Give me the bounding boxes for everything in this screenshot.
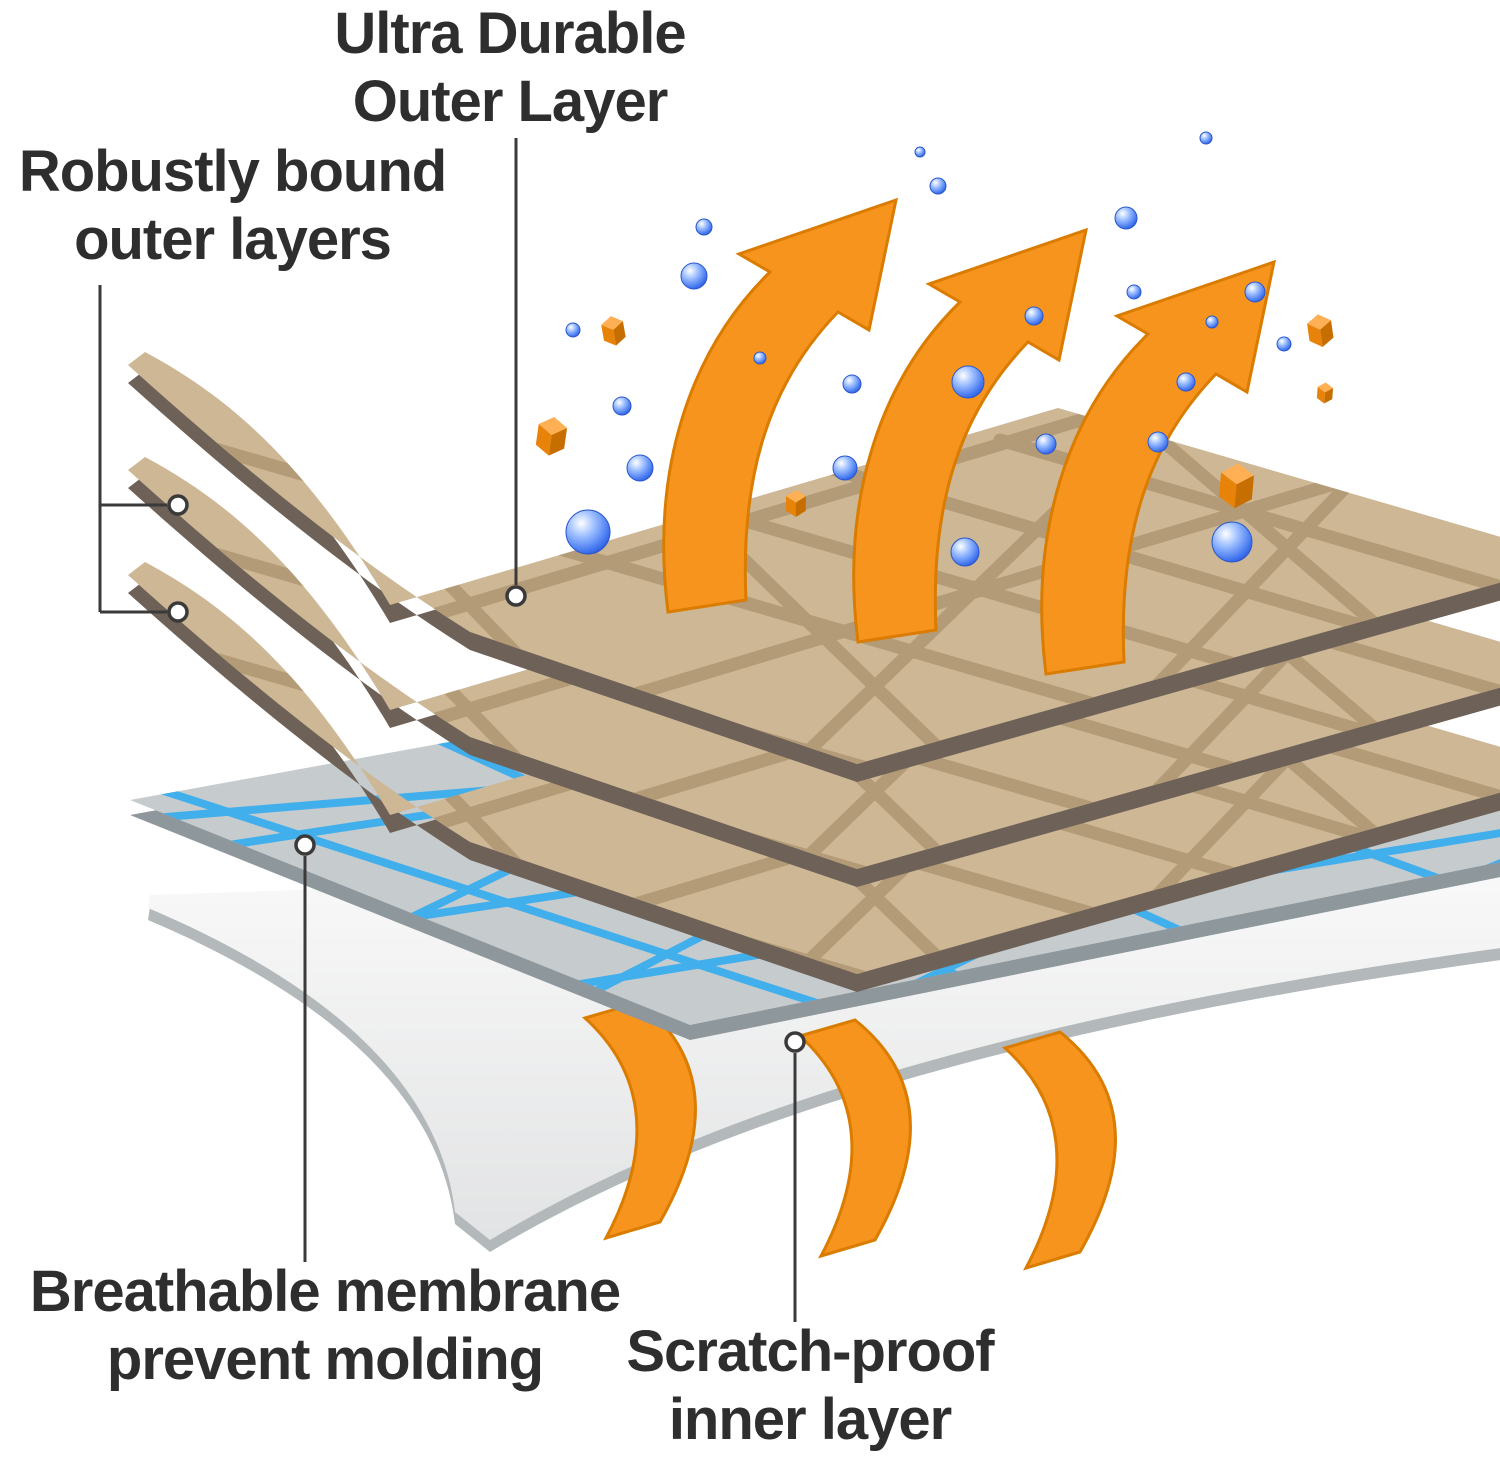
label-line: Outer Layer (352, 69, 669, 135)
callout-anchor-ring (505, 585, 527, 607)
callout-anchor-ring (784, 1031, 806, 1053)
label-line: Scratch-proof (626, 1319, 994, 1384)
label-line: prevent molding (106, 1327, 544, 1393)
label-line: Breathable membrane (29, 1259, 621, 1324)
callout-breathable-membrane (294, 834, 316, 1262)
label-ultra-durable-outer-layer: Ultra Durable Outer Layer (250, 0, 770, 137)
callout-lines (98, 138, 806, 1322)
label-line: Robustly bound (18, 139, 447, 204)
label-robustly-bound-outer-layers: Robustly bound outer layers (0, 138, 465, 275)
bottom-airflow-strips (583, 1000, 1117, 1270)
label-line: inner layer (668, 1387, 952, 1453)
callout-anchor-ring (167, 494, 189, 516)
airflow-strip (1003, 1030, 1117, 1270)
label-scratch-proof-inner-layer: Scratch-proof inner layer (595, 1318, 1025, 1455)
label-breathable-membrane: Breathable membrane prevent molding (0, 1258, 650, 1395)
callout-scratch-proof (784, 1031, 806, 1322)
callout-ultra-durable (505, 138, 527, 607)
water-droplets (565, 131, 1292, 567)
callout-anchor-ring (167, 601, 189, 623)
label-line: Ultra Durable (334, 1, 686, 66)
callout-robustly-bound (98, 285, 189, 623)
callout-anchor-ring (294, 834, 316, 856)
label-line: outer layers (74, 207, 392, 273)
